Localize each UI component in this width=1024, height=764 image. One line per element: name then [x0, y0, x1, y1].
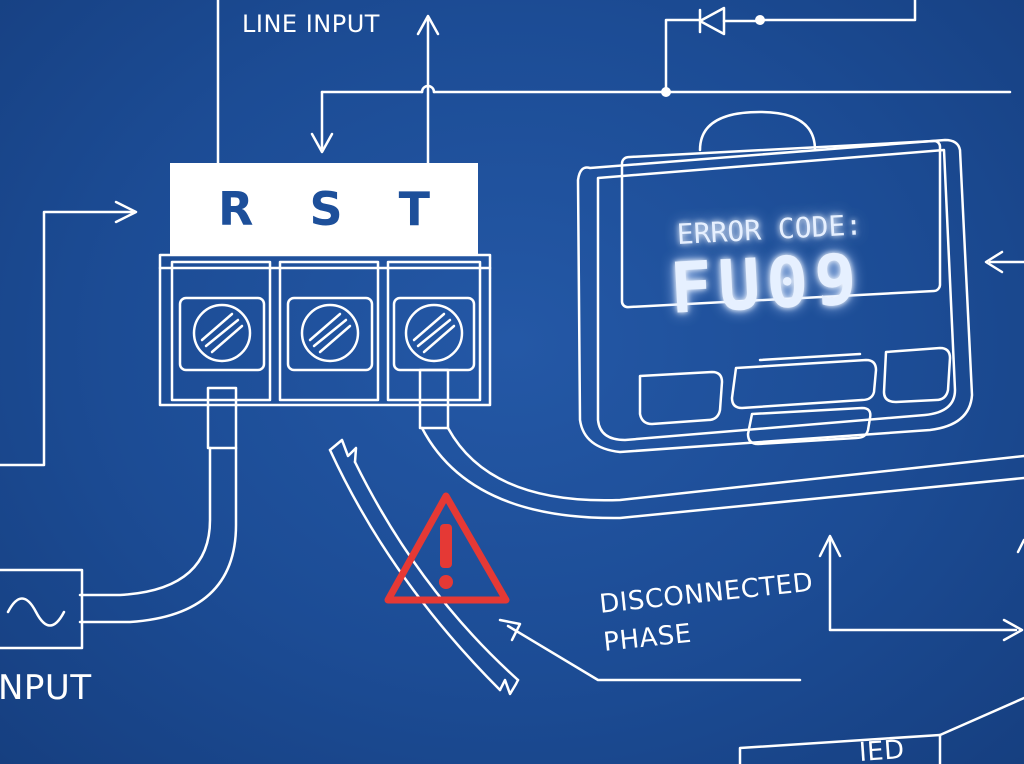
- terminal-label-r: R: [218, 182, 254, 236]
- cable-r: [78, 446, 212, 597]
- terminal-cell-r: [170, 260, 272, 402]
- lcd-screen: [620, 139, 942, 309]
- line-input-label: LINE INPUT: [242, 10, 380, 38]
- arrow-right-feed: [114, 200, 138, 224]
- wire-left-feed: [0, 210, 134, 467]
- wire-diode-out: [722, 0, 917, 23]
- bottom-label: IED: [858, 734, 906, 764]
- keypad-button: [730, 358, 878, 410]
- bottom-box: [738, 733, 942, 764]
- keypad-button: [882, 346, 952, 404]
- terminal-header: R S T: [170, 163, 478, 255]
- terminal-cell-s: [278, 260, 380, 402]
- warning-triangle-icon: [384, 492, 510, 604]
- pointer-disconnected: [506, 624, 802, 682]
- terminal-cell-t: [386, 260, 482, 402]
- wire-hop: [420, 84, 436, 94]
- error-code: FU09: [668, 237, 865, 330]
- cable-lug-r: [206, 386, 238, 450]
- screw-icon: [300, 303, 360, 363]
- wire-diode-branch: [664, 18, 702, 94]
- keypad-button: [746, 406, 872, 446]
- sine-wave-icon: [6, 597, 66, 627]
- input-source-box: [0, 568, 84, 650]
- keypad-button: [638, 370, 724, 426]
- terminal-block: [158, 253, 492, 407]
- arrow-up-line-input: [416, 14, 440, 36]
- vfd-keypad: [576, 110, 974, 454]
- cable-lug-t: [418, 368, 450, 430]
- arrow-down-s: [310, 132, 334, 154]
- input-label: NPUT: [0, 668, 92, 708]
- screw-icon: [192, 303, 252, 363]
- diode-icon: [698, 6, 726, 36]
- cable-t: [420, 426, 1024, 520]
- wire-right-lower: [828, 538, 1018, 632]
- terminal-label-t: T: [398, 182, 430, 236]
- screw-icon: [404, 303, 464, 363]
- terminal-label-s: S: [309, 182, 343, 236]
